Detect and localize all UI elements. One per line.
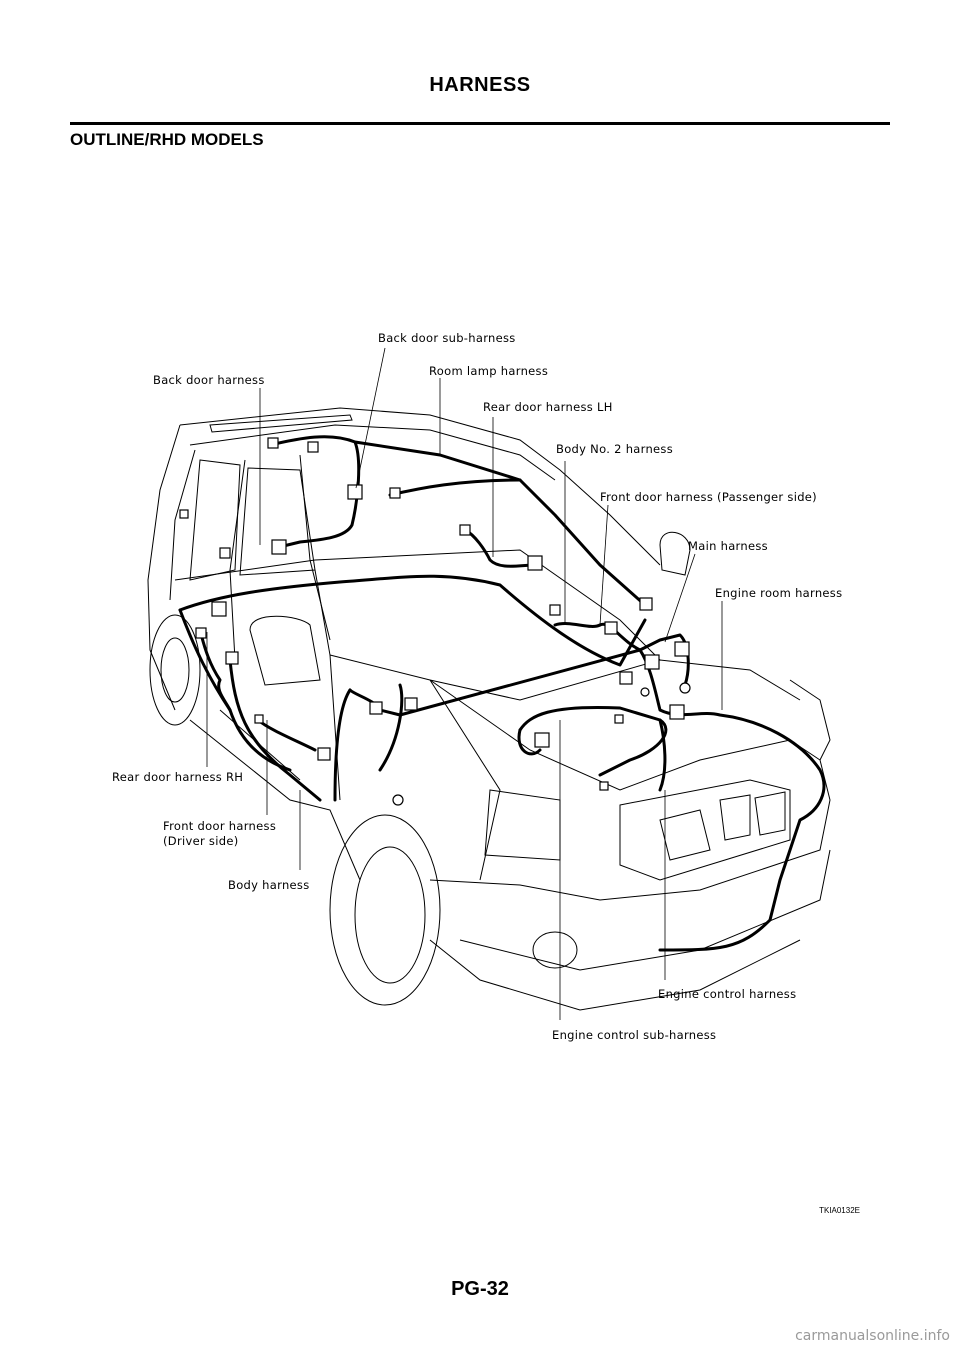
figure-code: TKIA0132E bbox=[819, 1206, 860, 1215]
label-front-door-harness-passenger: Front door harness (Passenger side) bbox=[600, 490, 817, 504]
page-number: PG-32 bbox=[451, 1278, 509, 1300]
label-front-door-harness-driver: Front door harness bbox=[163, 819, 276, 833]
label-main-harness: Main harness bbox=[688, 539, 768, 553]
harness-runs bbox=[178, 435, 826, 952]
label-back-door-harness: Back door harness bbox=[153, 373, 265, 387]
label-back-door-sub-harness: Back door sub-harness bbox=[378, 331, 516, 345]
label-engine-control-harness: Engine control harness bbox=[658, 987, 796, 1001]
label-engine-control-sub-harness: Engine control sub-harness bbox=[552, 1028, 716, 1042]
header-rule bbox=[70, 122, 890, 125]
footer-watermark: carmanualsonline.info bbox=[795, 1328, 950, 1344]
label-rear-door-harness-lh: Rear door harness LH bbox=[483, 400, 613, 414]
label-body-no2-harness: Body No. 2 harness bbox=[556, 442, 673, 456]
connectors bbox=[179, 437, 691, 806]
label-body-harness: Body harness bbox=[228, 878, 310, 892]
harness-diagram: Back door sub-harness Back door harness … bbox=[112, 331, 842, 1042]
label-engine-room-harness: Engine room harness bbox=[715, 586, 842, 600]
section-title: OUTLINE/RHD MODELS bbox=[70, 130, 264, 149]
labels: Back door sub-harness Back door harness … bbox=[112, 331, 842, 1042]
leader-lines bbox=[206, 347, 723, 1020]
label-room-lamp-harness: Room lamp harness bbox=[429, 364, 548, 378]
label-front-door-harness-driver-side: (Driver side) bbox=[163, 834, 238, 848]
page-header-title: HARNESS bbox=[429, 74, 531, 96]
label-rear-door-harness-rh: Rear door harness RH bbox=[112, 770, 243, 784]
